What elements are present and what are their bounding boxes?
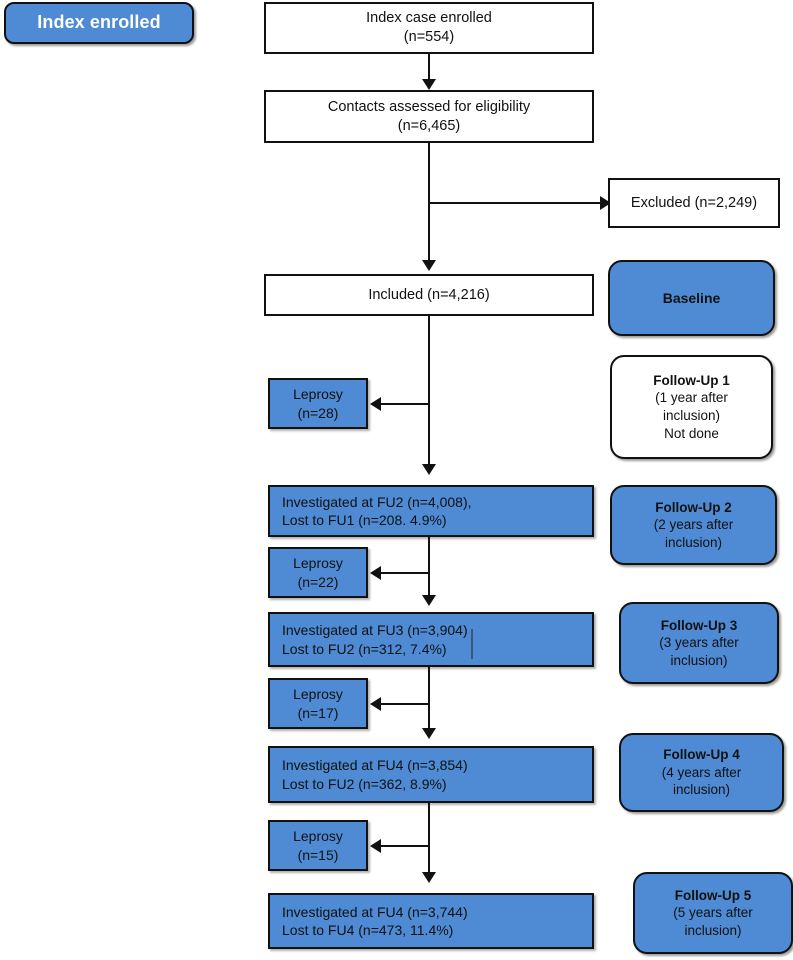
node-investigated-fu4-line2: Lost to FU2 (n=362, 8.9%) (282, 775, 447, 792)
index-enrolled-badge-label: Index enrolled (37, 12, 161, 33)
node-follow-up-3-title: Follow-Up 3 (660, 617, 738, 633)
node-index-case-enrolled-line2: (n=554) (403, 29, 455, 45)
node-follow-up-2: Follow-Up 2 (2 years after inclusion) (610, 485, 777, 565)
connector-branch-to-leprosy-3 (380, 703, 429, 705)
connector-fu3-to-fu4 (428, 667, 430, 734)
connector-index-to-contacts (428, 54, 430, 83)
node-follow-up-2-title: Follow-Up 2 (655, 499, 732, 515)
node-follow-up-2-sub1: (2 years after (653, 517, 734, 533)
node-index-case-enrolled-line1: Index case enrolled (366, 10, 492, 27)
node-excluded: Excluded (n=2,249) (608, 178, 780, 228)
node-follow-up-5: Follow-Up 5 (5 years after inclusion) (633, 872, 793, 954)
node-follow-up-1-sub2: inclusion) (662, 408, 721, 423)
node-leprosy-2-line1: Leprosy (293, 555, 343, 572)
arrowhead-to-leprosy-3 (370, 697, 381, 711)
arrowhead-fu2-to-fu3 (422, 595, 436, 606)
node-investigated-fu5-line1: Investigated at FU4 (n=3,744) (282, 903, 468, 920)
connector-fu4-to-fu5 (428, 803, 430, 878)
node-leprosy-1-line2: (n=28) (297, 404, 339, 421)
node-investigated-fu3: Investigated at FU3 (n=3,904) Lost to FU… (268, 612, 594, 667)
node-follow-up-3-sub1: (3 years after (659, 635, 739, 651)
arrowhead-fu3-to-fu4 (422, 728, 436, 739)
node-follow-up-5-sub1: (5 years after (673, 905, 753, 921)
connector-included-to-fu2 (428, 316, 430, 470)
node-excluded-label: Excluded (n=2,249) (630, 194, 758, 211)
connector-contacts-to-included (428, 143, 430, 266)
node-follow-up-1-sub1: (1 year after (655, 390, 728, 406)
node-follow-up-4-sub2: inclusion) (672, 782, 731, 798)
node-follow-up-1-sub3: Not done (664, 425, 719, 441)
node-included-line1: Included (n=4,216) (368, 286, 490, 303)
node-investigated-fu3-line1: Investigated at FU3 (n=3,904) (282, 622, 468, 639)
arrowhead-to-excluded (600, 196, 611, 210)
node-follow-up-5-title: Follow-Up 5 (674, 887, 752, 903)
node-investigated-fu5: Investigated at FU4 (n=3,744) Lost to FU… (268, 893, 594, 949)
node-investigated-fu2-line2: Lost to FU1 (n=208. 4.9%) (282, 512, 447, 528)
node-follow-up-3: Follow-Up 3 (3 years after inclusion) (619, 602, 779, 684)
text-caret-artifact (471, 629, 473, 659)
node-index-case-enrolled: Index case enrolled (n=554) (264, 2, 594, 54)
node-leprosy-4: Leprosy (n=15) (268, 820, 368, 871)
node-leprosy-1: Leprosy (n=28) (268, 378, 368, 429)
node-follow-up-4-sub1: (4 years after (661, 764, 742, 780)
node-follow-up-3-sub2: inclusion) (670, 652, 728, 668)
node-follow-up-4: Follow-Up 4 (4 years after inclusion) (619, 733, 784, 812)
node-baseline: Baseline (608, 260, 775, 336)
node-investigated-fu4-line1: Investigated at FU4 (n=3,854) (282, 757, 468, 774)
arrowhead-fu4-to-fu5 (422, 872, 436, 883)
node-baseline-title: Baseline (662, 289, 721, 306)
node-contacts-assessed-line1: Contacts assessed for eligibility (327, 98, 531, 115)
node-leprosy-3: Leprosy (n=17) (268, 678, 368, 729)
node-leprosy-4-line2: (n=15) (297, 846, 339, 863)
node-leprosy-3-line1: Leprosy (293, 686, 343, 703)
node-leprosy-3-line2: (n=17) (297, 704, 339, 721)
node-leprosy-2: Leprosy (n=22) (268, 547, 368, 598)
arrowhead-to-leprosy-4 (370, 839, 381, 853)
connector-branch-to-excluded (428, 202, 605, 204)
node-included: Included (n=4,216) (264, 274, 594, 316)
node-follow-up-4-title: Follow-Up 4 (663, 747, 740, 763)
node-investigated-fu4: Investigated at FU4 (n=3,854) Lost to FU… (268, 746, 594, 803)
arrowhead-included-to-fu2 (422, 464, 436, 475)
arrowhead-to-leprosy-1 (370, 397, 381, 411)
node-leprosy-2-line2: (n=22) (297, 573, 339, 590)
node-leprosy-4-line1: Leprosy (293, 828, 343, 845)
node-follow-up-2-sub2: inclusion) (664, 534, 723, 550)
arrowhead-index-to-contacts (422, 79, 436, 90)
node-contacts-assessed: Contacts assessed for eligibility (n=6,4… (264, 90, 594, 143)
node-follow-up-1: Follow-Up 1 (1 year after inclusion) Not… (610, 355, 773, 459)
connector-fu2-to-fu3 (428, 537, 430, 601)
connector-branch-to-leprosy-2 (380, 572, 429, 574)
node-contacts-assessed-line2: (n=6,465) (397, 117, 461, 134)
node-investigated-fu5-line2: Lost to FU4 (n=473, 11.4%) (282, 922, 454, 938)
connector-branch-to-leprosy-4 (380, 845, 429, 847)
node-investigated-fu3-line2: Lost to FU2 (n=312, 7.4%) (282, 640, 447, 657)
index-enrolled-badge: Index enrolled (4, 2, 194, 44)
node-follow-up-5-sub2: inclusion) (684, 922, 742, 938)
arrowhead-contacts-to-included (422, 260, 436, 271)
node-follow-up-1-title: Follow-Up 1 (653, 372, 730, 388)
node-leprosy-1-line1: Leprosy (293, 386, 343, 403)
connector-branch-to-leprosy-1 (380, 403, 429, 405)
node-investigated-fu2: Investigated at FU2 (n=4,008), Lost to F… (268, 485, 594, 537)
arrowhead-to-leprosy-2 (370, 566, 381, 580)
node-investigated-fu2-line1: Investigated at FU2 (n=4,008), (282, 493, 472, 510)
